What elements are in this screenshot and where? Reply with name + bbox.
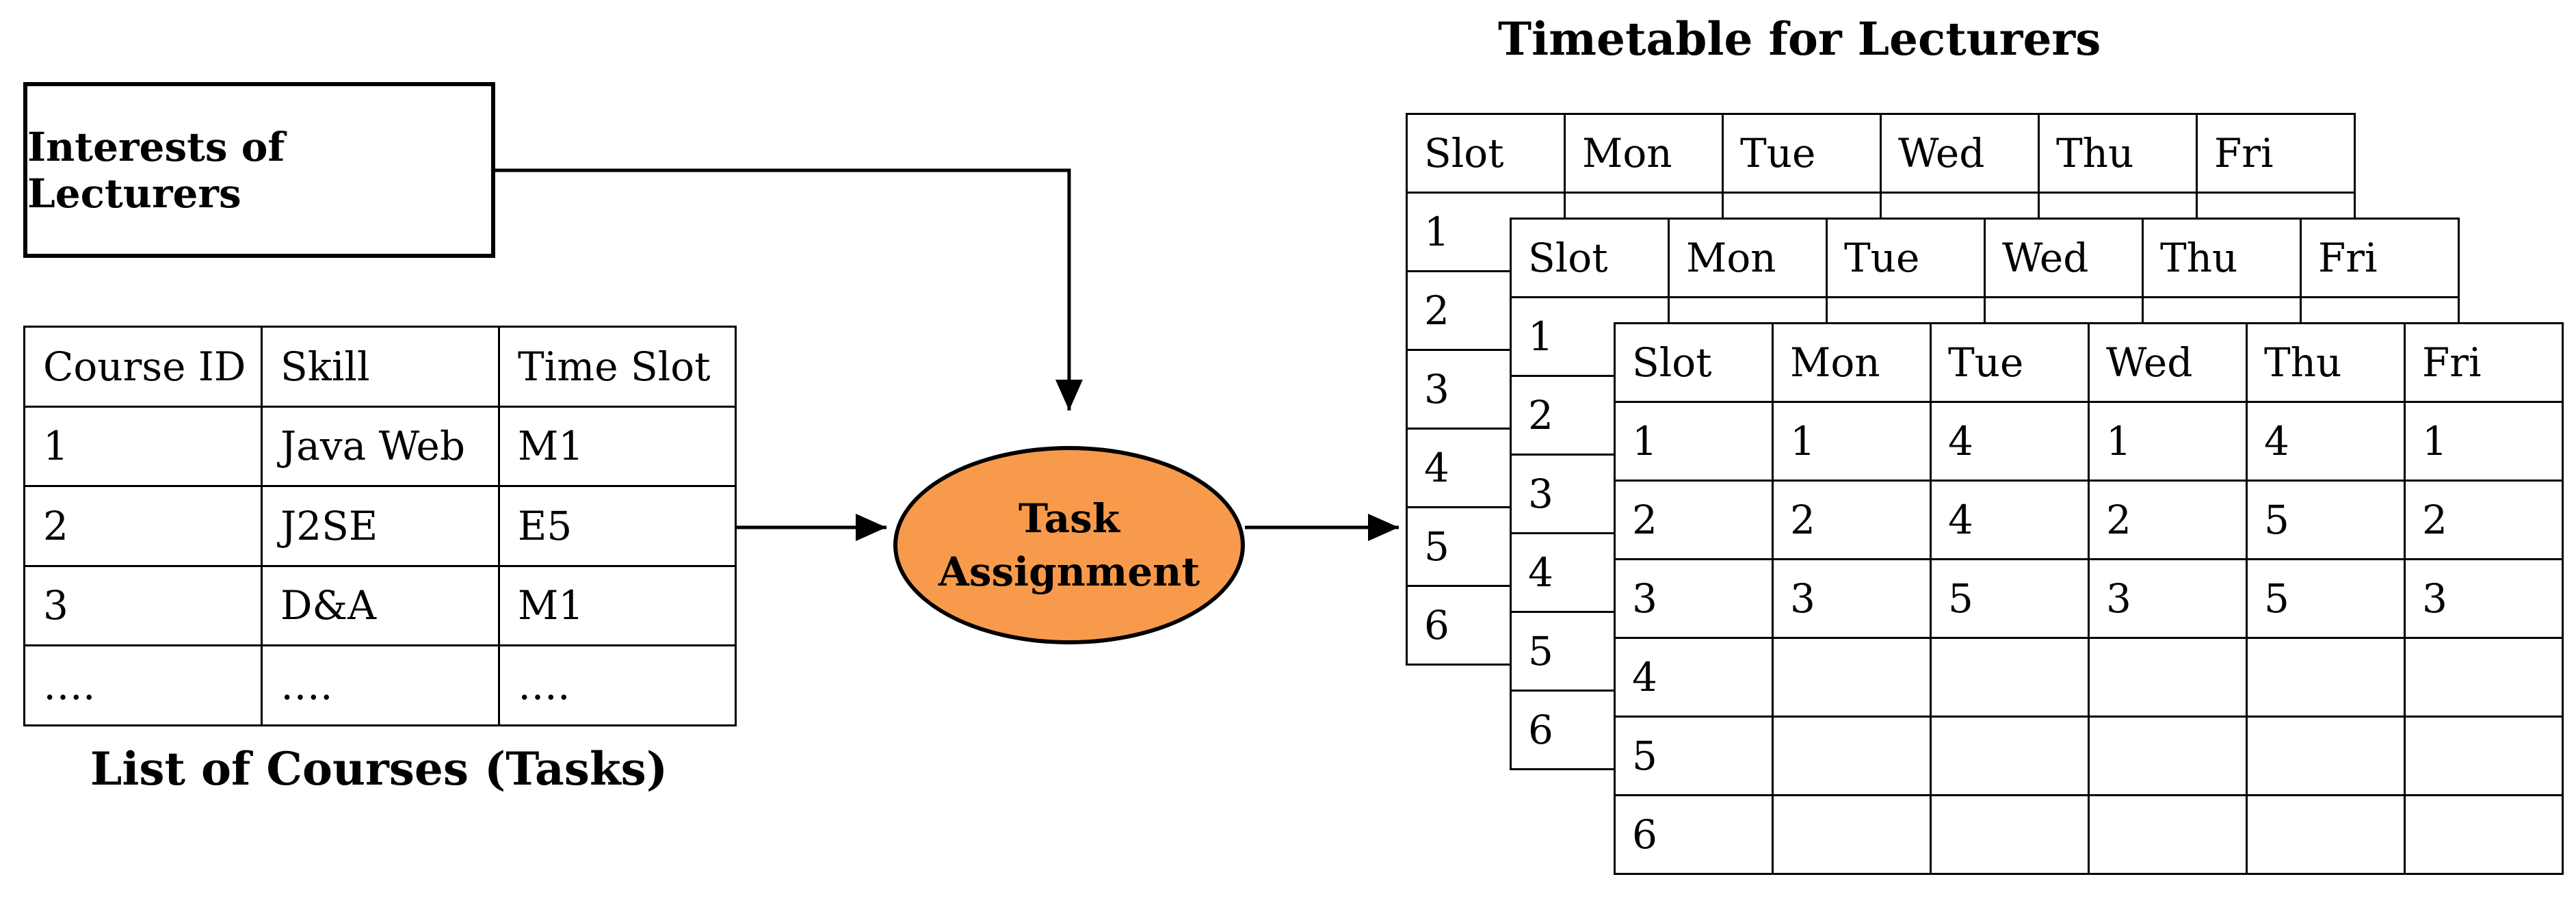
course-list-table: Course ID Skill Time Slot 1 Java Web M1 … (23, 326, 737, 726)
task-label-line2: Assignment (938, 549, 1200, 595)
table-cell: …. (498, 644, 737, 726)
table-cell: 3 (23, 564, 263, 646)
table-cell: …. (23, 644, 263, 726)
timetable-front-cell: 1 (2404, 401, 2564, 482)
timetable-front-cell (1772, 716, 1932, 796)
timetable-front-cell: 2 (1772, 480, 1932, 560)
timetable-back-header-cell: Mon (1564, 113, 1724, 194)
timetable-front-row: 6 (1614, 794, 2564, 875)
timetable-middle-header-cell: Slot (1510, 218, 1670, 298)
table-cell: M1 (498, 564, 737, 646)
timetable-front-header-cell: Tue (1930, 322, 2090, 403)
timetable-front-cell: 1 (1614, 401, 1774, 482)
timetable-back-header-cell: Thu (2038, 113, 2198, 194)
table-row: 1 Java Web M1 (23, 405, 737, 487)
timetable-front-cell (1772, 637, 1932, 718)
timetable-front-cell: 3 (1614, 558, 1774, 639)
table-cell: 1 (23, 405, 263, 487)
header-time-slot: Time Slot (498, 326, 737, 408)
timetable-front-cell (2246, 716, 2406, 796)
timetable-front-cell: 3 (2404, 558, 2564, 639)
timetable-front-cell (2404, 716, 2564, 796)
timetable-middle-header-cell: Wed (1984, 218, 2144, 298)
table-header-row: Course ID Skill Time Slot (23, 326, 737, 408)
timetable-front-cell: 2 (2404, 480, 2564, 560)
timetable-front-cell: 2 (2088, 480, 2248, 560)
table-cell: M1 (498, 405, 737, 487)
timetable-front-cell: 5 (1614, 716, 1774, 796)
timetable-front-header-cell: Wed (2088, 322, 2248, 403)
timetable-back-header-cell: Tue (1722, 113, 1882, 194)
timetable-front-cell (2404, 794, 2564, 875)
interests-of-lecturers-box: Interests of Lecturers (23, 82, 495, 258)
timetable-front-cell: 5 (2246, 480, 2406, 560)
timetable-front-header-cell: Fri (2404, 322, 2564, 403)
interests-to-task-arrow (495, 168, 1083, 410)
table-cell: …. (261, 644, 500, 726)
interests-label: Interests of Lecturers (27, 123, 285, 217)
header-course-id: Course ID (23, 326, 263, 408)
timetable-front-header-cell: Slot (1614, 322, 1774, 403)
table-row: 2 J2SE E5 (23, 485, 737, 567)
timetable-front-cell: 2 (1614, 480, 1774, 560)
timetable-front-cell (1930, 716, 2090, 796)
table-cell: 2 (23, 485, 263, 567)
table-cell: E5 (498, 485, 737, 567)
timetable-middle-header-cell: Thu (2142, 218, 2302, 298)
timetable-front-cell: 6 (1614, 794, 1774, 875)
timetable-front-cell (2246, 794, 2406, 875)
header-skill: Skill (261, 326, 500, 408)
table-row: 3 D&A M1 (23, 564, 737, 646)
timetable-front-cell (2088, 637, 2248, 718)
timetable-middle-header-cell: Fri (2300, 218, 2460, 298)
table-cell: D&A (261, 564, 500, 646)
timetable-back-header-cell: Slot (1406, 113, 1566, 194)
timetable-front-cell (1772, 794, 1932, 875)
timetable-front-cell: 4 (2246, 401, 2406, 482)
table-row: …. …. …. (23, 644, 737, 726)
timetable-front-cell: 1 (1772, 401, 1932, 482)
timetable-front-cell: 4 (1930, 401, 2090, 482)
timetable-front-cell: 5 (1930, 558, 2090, 639)
timetable-front-header-cell: Mon (1772, 322, 1932, 403)
timetable-front-cell (2404, 637, 2564, 718)
task-assignment-label: Task Assignment (938, 492, 1200, 599)
timetable-front-cell: 4 (1614, 637, 1774, 718)
timetable-front-cell: 3 (1772, 558, 1932, 639)
course-list-caption: List of Courses (Tasks) (90, 742, 668, 796)
timetable-front-cell: 3 (2088, 558, 2248, 639)
timetable-front-cell: 5 (2246, 558, 2406, 639)
timetable-front-cell (2088, 716, 2248, 796)
timetable-front-cell (2088, 794, 2248, 875)
timetable-title: Timetable for Lecturers (1498, 12, 2101, 66)
timetable-front-row: 4 (1614, 637, 2564, 718)
timetable-middle-header-cell: Mon (1668, 218, 1828, 298)
timetable-back-header-cell: Wed (1880, 113, 2040, 194)
timetable-front-cell (2246, 637, 2406, 718)
task-label-line1: Task (1018, 495, 1120, 542)
timetable-front-cell: 1 (2088, 401, 2248, 482)
task-assignment-node: Task Assignment (893, 446, 1245, 644)
timetable-middle-header-cell: Tue (1826, 218, 1986, 298)
timetable-front-cell: 4 (1930, 480, 2090, 560)
timetable-front-cell (1930, 637, 2090, 718)
timetable-back-header-cell: Fri (2196, 113, 2356, 194)
timetable-front-cell (1930, 794, 2090, 875)
table-cell: J2SE (261, 485, 500, 567)
table-cell: Java Web (261, 405, 500, 487)
timetable-front-row: 5 (1614, 716, 2564, 796)
timetable-front-header-cell: Thu (2246, 322, 2406, 403)
